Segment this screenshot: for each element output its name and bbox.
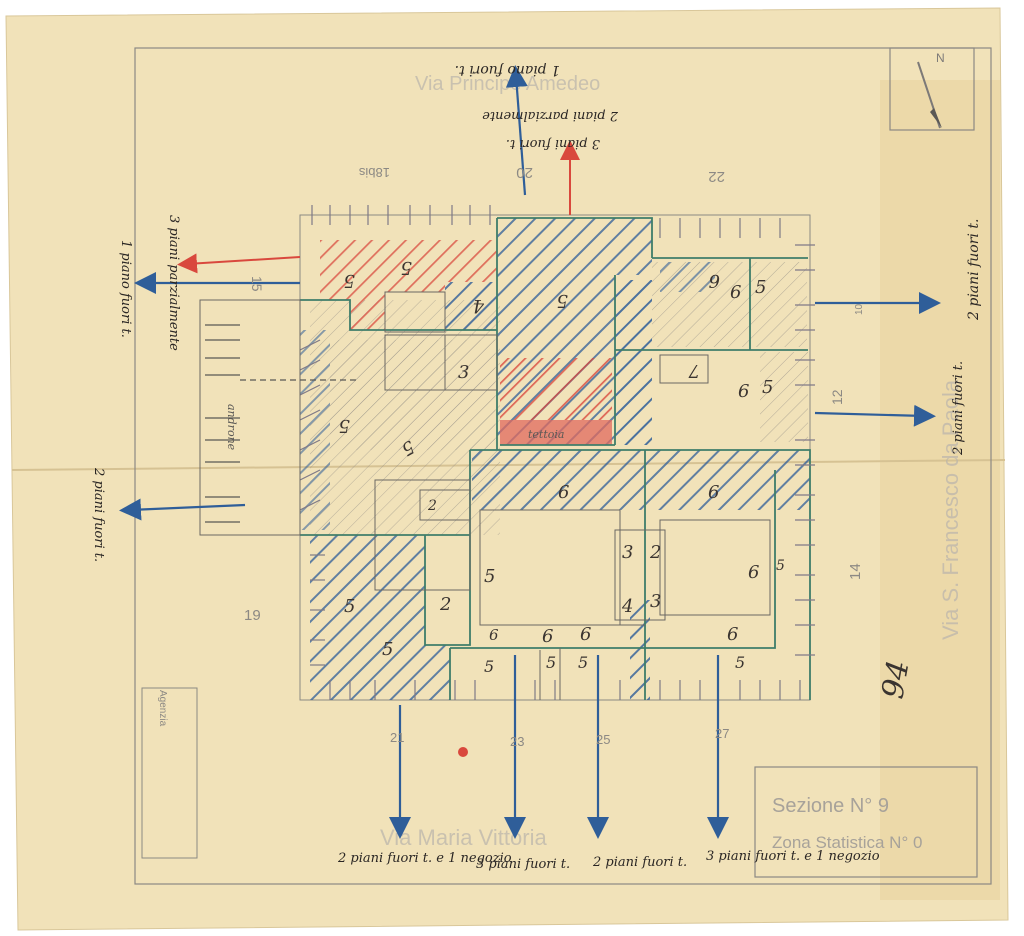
floor-count: 5 <box>546 653 556 672</box>
note-top-a: 1 piano fuori t. <box>455 62 560 78</box>
note-bottom-4: 3 piani fuori t. e 1 negozio <box>706 849 880 864</box>
floor-count: 6 <box>730 282 741 303</box>
note-top-b: 2 piani parzialmente <box>482 108 619 123</box>
floor-count: 7 <box>688 360 700 381</box>
street-right: Via S. Francesco da Paola <box>938 379 963 640</box>
floor-count: 6 <box>542 626 553 647</box>
floor-count: 5 <box>339 415 350 436</box>
floor-count: 6 <box>709 270 720 291</box>
floor-count: 6 <box>580 624 591 645</box>
exit-arrows <box>119 65 941 839</box>
note-left-a: 3 piani parzialmente <box>166 215 181 351</box>
compass: N <box>889 47 975 131</box>
stamp-label: Agenzia <box>157 690 168 727</box>
floor-count: 4 <box>621 596 633 617</box>
red-dot-marker <box>458 747 468 757</box>
floor-count: 5 <box>776 558 785 574</box>
floor-count: 3 <box>622 542 633 563</box>
sheet-border <box>134 47 992 885</box>
sheet-id: 94 <box>875 658 916 702</box>
house-number-left-upper: 15 <box>249 276 265 292</box>
floor-count: 5 <box>484 657 494 676</box>
compass-label: N <box>936 51 945 65</box>
title-zone: Zona Statistica N° 0 <box>772 833 922 852</box>
north-ticks <box>311 205 781 238</box>
note-bottom-3: 2 piani fuori t. <box>592 855 687 870</box>
house-number-bottom-25: 25 <box>596 732 610 747</box>
floor-count: 6 <box>708 482 719 503</box>
west-ticks <box>299 339 325 666</box>
house-number-right-small: 10 <box>854 303 865 315</box>
house-number-top-left: 18bis <box>358 165 390 180</box>
house-number-bottom-23: 23 <box>510 734 524 749</box>
building-north-left <box>445 282 497 330</box>
floor-count: 6 <box>727 624 738 645</box>
red-arrows <box>177 140 580 274</box>
floor-count: 5 <box>735 653 745 672</box>
title-section: Sezione N° 9 <box>772 795 889 817</box>
note-right-a: 2 piani fuori t. <box>966 219 982 321</box>
floor-count: 5 <box>484 566 495 587</box>
floor-count: 5 <box>401 257 412 278</box>
floor-count: 5 <box>755 277 766 298</box>
note-top-c: 3 piani fuori t. <box>506 136 600 151</box>
house-number-bottom-27: 27 <box>715 726 729 741</box>
building-west-south <box>310 535 450 700</box>
floor-count: 5 <box>762 377 773 398</box>
house-number-right-upper: 12 <box>829 389 845 405</box>
floor-count: 2 <box>649 542 661 563</box>
floor-count: 2 <box>427 498 437 514</box>
red-building-north-west <box>320 240 497 330</box>
red-building-centre <box>500 358 612 420</box>
floor-count: 3 <box>650 591 661 612</box>
stamp-box: Agenzia <box>141 687 198 859</box>
label-tettoia: tettoia <box>528 428 564 441</box>
floor-count: 6 <box>558 482 569 503</box>
label-androne: androne <box>225 404 238 451</box>
house-number-left-lower: 19 <box>244 607 261 624</box>
floor-count: 5 <box>344 596 355 617</box>
house-number-bottom-21: 21 <box>390 730 404 745</box>
city-block <box>199 205 815 701</box>
paper-stain <box>880 80 1000 900</box>
floor-count: 6 <box>738 381 749 402</box>
building-west-strip <box>300 330 330 530</box>
note-bottom-1: 2 piani fuori t. e 1 negozio <box>337 851 512 866</box>
note-bottom-2: 3 piani fuori t. <box>476 857 570 872</box>
floor-count: 2 <box>439 594 451 615</box>
floor-count: 5 <box>344 270 355 291</box>
floor-count: 5 <box>382 639 393 660</box>
south-ticks <box>329 680 801 700</box>
floor-count: 5 <box>557 290 568 311</box>
note-right-b: 2 piani fuori t. <box>951 361 966 456</box>
floor-count: 5 <box>578 653 588 672</box>
red-tettoia <box>500 420 612 445</box>
street-bottom: Via Maria Vittoria <box>380 825 547 850</box>
building-east-corner <box>615 280 652 445</box>
floor-count: 4 <box>473 295 485 316</box>
house-number-top-right: 22 <box>708 168 725 185</box>
floor-count: 6 <box>489 626 499 644</box>
east-ticks <box>795 244 815 656</box>
note-left-b: 1 piano fuori t. <box>118 240 133 338</box>
note-left-c: 2 piani fuori t. <box>91 467 106 562</box>
title-block: Sezione N° 9 Zona Statistica N° 0 <box>754 766 978 878</box>
floor-count: 6 <box>748 562 759 583</box>
building-south-east-strip <box>472 450 810 510</box>
house-number-right-lower: 14 <box>847 563 864 580</box>
floor-count: 3 <box>458 362 469 383</box>
house-number-top-mid: 20 <box>516 164 533 181</box>
